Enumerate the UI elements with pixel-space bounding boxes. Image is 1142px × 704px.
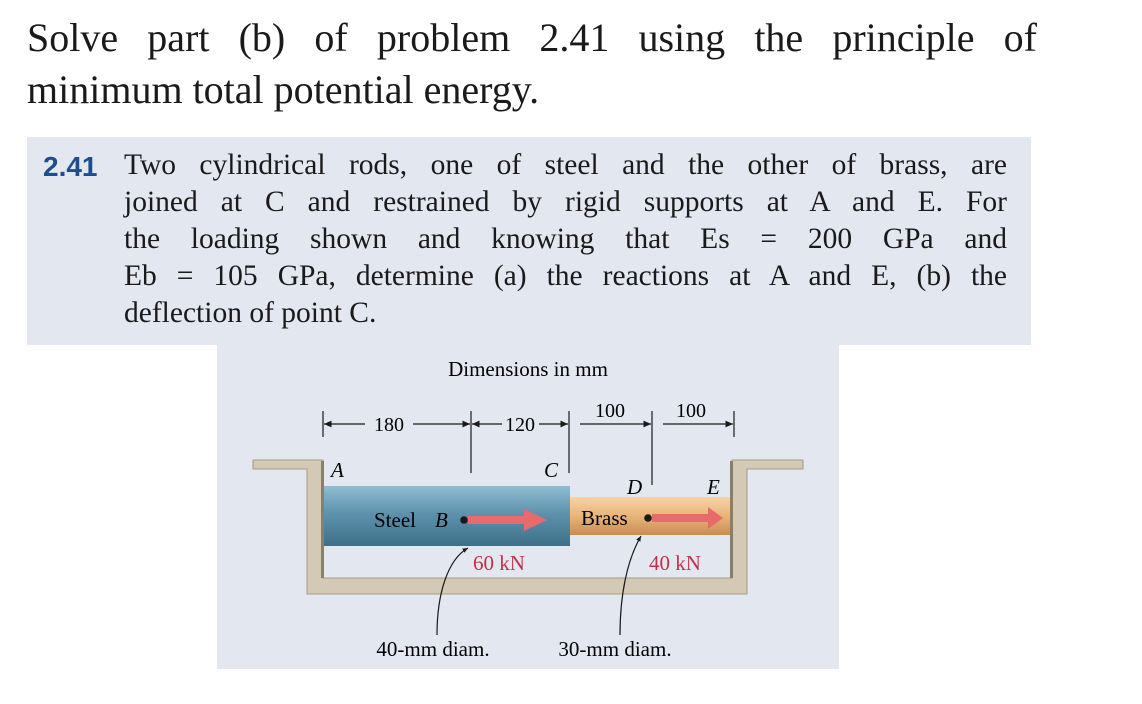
brass-diameter-label: 30-mm diam. (558, 637, 671, 661)
dim-100-cd: 100 (595, 400, 625, 422)
problem-line-5: deflection of point C. (124, 297, 377, 329)
load-60kn-label: 60 kN (473, 551, 525, 575)
problem-line-4: Eb = 105 GPa, determine (a) the reaction… (124, 260, 1007, 292)
figure-caption: Dimensions in mm (448, 357, 608, 381)
label-d: D (626, 475, 642, 499)
label-e: E (706, 475, 720, 499)
label-b: B (435, 508, 448, 532)
load-arrow-60kn (468, 509, 547, 531)
brass-label: Brass (581, 506, 628, 530)
rod-diagram: Dimensions in mm 180 120 100 100 A C (217, 345, 839, 669)
support-wall-a (321, 461, 324, 578)
dimension-lines (322, 411, 735, 485)
rod-diagram-svg: Dimensions in mm 180 120 100 100 A C (252, 357, 804, 661)
point-b-dot (460, 516, 468, 524)
question-text: Solve part (b) of problem 2.41 using the… (27, 12, 1037, 116)
problem-line-1: Two cylindrical rods, one of steel and t… (124, 149, 1007, 181)
point-d-dot (644, 514, 652, 522)
diameter-leaders (436, 535, 642, 636)
problem-statement-box: 2.41 Two cylindrical rods, one of steel … (27, 137, 1031, 345)
steel-diameter-label: 40-mm diam. (376, 637, 489, 661)
question-line-1: Solve part (b) of problem 2.41 using the… (27, 15, 1037, 60)
support-wall-e (730, 461, 733, 578)
label-c: C (544, 458, 559, 482)
load-arrow-40kn (652, 507, 723, 529)
question-line-2: minimum total potential energy. (27, 67, 540, 112)
problem-statement: Two cylindrical rods, one of steel and t… (124, 147, 1007, 332)
problem-line-2: joined at C and restrained by rigid supp… (124, 186, 1007, 218)
dim-180: 180 (374, 414, 404, 436)
steel-label: Steel (374, 508, 416, 532)
problem-line-3: the loading shown and knowing that Es = … (124, 223, 1007, 255)
problem-number: 2.41 (43, 151, 98, 182)
load-40kn-label: 40 kN (649, 551, 701, 575)
dim-100-de: 100 (676, 400, 706, 422)
label-a: A (329, 458, 344, 482)
dim-120: 120 (505, 414, 535, 436)
